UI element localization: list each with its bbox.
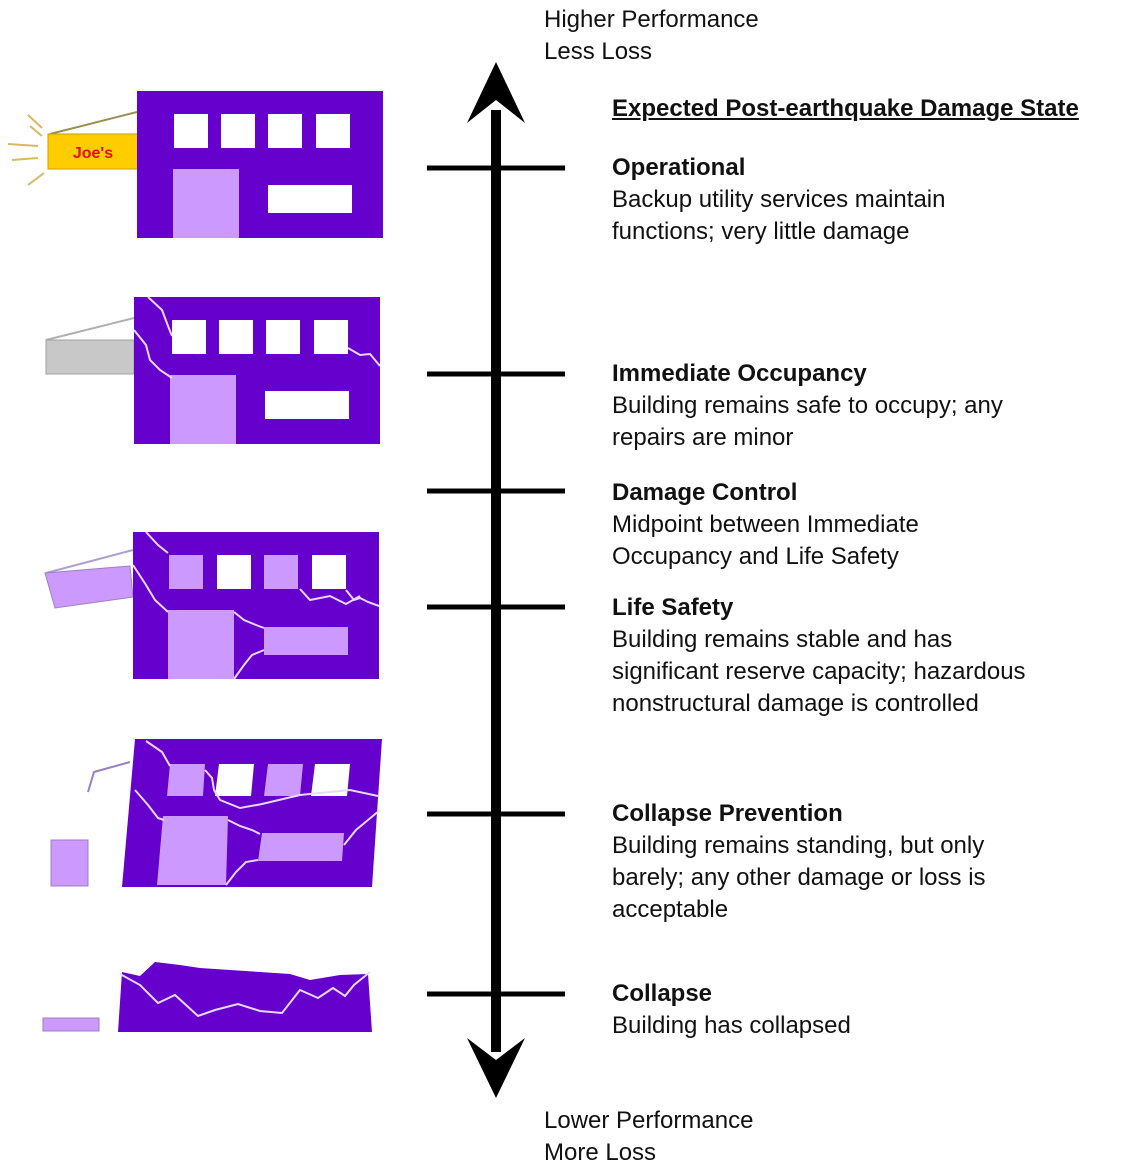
state-desc-damage-control-2: Occupancy and Life Safety [612, 543, 899, 570]
state-desc-operational-1: Backup utility services maintain [612, 186, 946, 213]
state-desc-collapse-prevention-3: acceptable [612, 896, 729, 923]
state-desc-life-safety-1: Building remains stable and has [612, 626, 953, 653]
axis-arrow-down-icon [467, 1038, 525, 1098]
state-title-life-safety: Life Safety [612, 594, 734, 621]
state-desc-life-safety-2: significant reserve capacity; hazardous [612, 658, 1026, 685]
axis-top-label-1: Higher Performance [544, 6, 759, 33]
joes-sign-text: Joe's [73, 145, 113, 162]
state-title-damage-control: Damage Control [612, 479, 798, 506]
axis-top-label-2: Less Loss [544, 38, 653, 65]
damage-state-heading: Expected Post-earthquake Damage State [612, 95, 1079, 122]
state-desc-immediate-occupancy-2: repairs are minor [612, 424, 794, 451]
fallen-sign [44, 565, 134, 609]
building-collapse-prevention [50, 739, 382, 887]
fallen-door [50, 839, 89, 887]
axis-bottom-label-2: More Loss [544, 1139, 657, 1166]
joes-sign [47, 133, 139, 170]
state-desc-collapse-1: Building has collapsed [612, 1012, 851, 1039]
state-title-immediate-occupancy: Immediate Occupancy [612, 360, 867, 387]
state-desc-collapse-prevention-2: barely; any other damage or loss is [612, 864, 986, 891]
building-operational: Joe's [7, 91, 383, 238]
state-title-operational: Operational [612, 154, 746, 181]
state-desc-operational-2: functions; very little damage [612, 218, 910, 245]
state-desc-life-safety-3: nonstructural damage is controlled [612, 690, 979, 717]
building-collapse [42, 962, 372, 1032]
state-title-collapse: Collapse [612, 980, 713, 1007]
axis-bottom-label-1: Lower Performance [544, 1107, 754, 1134]
state-desc-collapse-prevention-1: Building remains standing, but only [612, 832, 985, 859]
state-desc-damage-control-1: Midpoint between Immediate [612, 511, 919, 538]
state-title-collapse-prevention: Collapse Prevention [612, 800, 843, 827]
debris-panel [42, 1017, 100, 1032]
building-life-safety [44, 531, 380, 680]
building-immediate-occupancy [45, 296, 381, 444]
gray-sign [45, 339, 135, 375]
state-desc-immediate-occupancy-1: Building remains safe to occupy; any [612, 392, 1003, 419]
axis-arrow-up-icon [467, 62, 525, 123]
